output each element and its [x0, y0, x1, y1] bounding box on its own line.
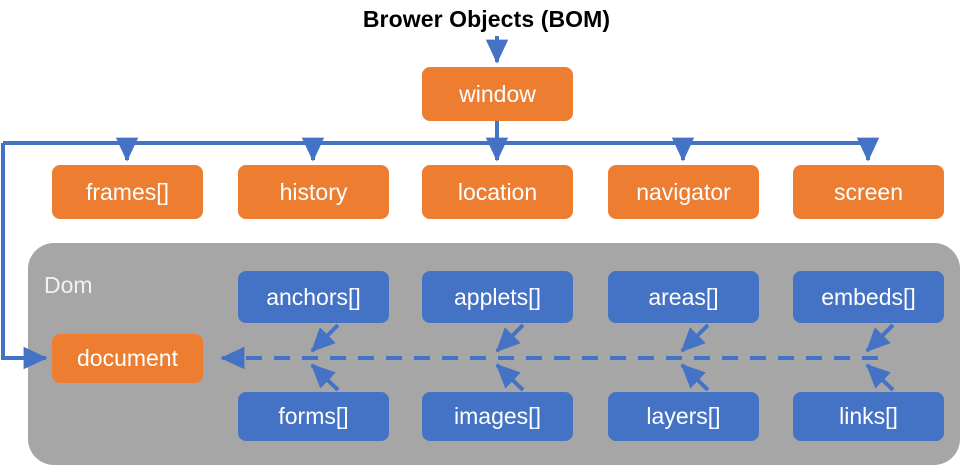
node-forms[interactable]: forms[]	[238, 392, 389, 441]
node-history[interactable]: history	[238, 165, 389, 219]
node-anchors[interactable]: anchors[]	[238, 271, 389, 323]
node-location[interactable]: location	[422, 165, 573, 219]
node-layers[interactable]: layers[]	[608, 392, 759, 441]
node-frames[interactable]: frames[]	[52, 165, 203, 219]
node-document[interactable]: document	[52, 334, 203, 383]
node-embeds[interactable]: embeds[]	[793, 271, 944, 323]
node-applets[interactable]: applets[]	[422, 271, 573, 323]
node-window[interactable]: window	[422, 67, 573, 121]
diagram-title: Brower Objects (BOM)	[362, 6, 611, 32]
node-areas[interactable]: areas[]	[608, 271, 759, 323]
node-links[interactable]: links[]	[793, 392, 944, 441]
node-images[interactable]: images[]	[422, 392, 573, 441]
dom-group-label: Dom	[44, 272, 93, 298]
node-navigator[interactable]: navigator	[608, 165, 759, 219]
node-screen[interactable]: screen	[793, 165, 944, 219]
